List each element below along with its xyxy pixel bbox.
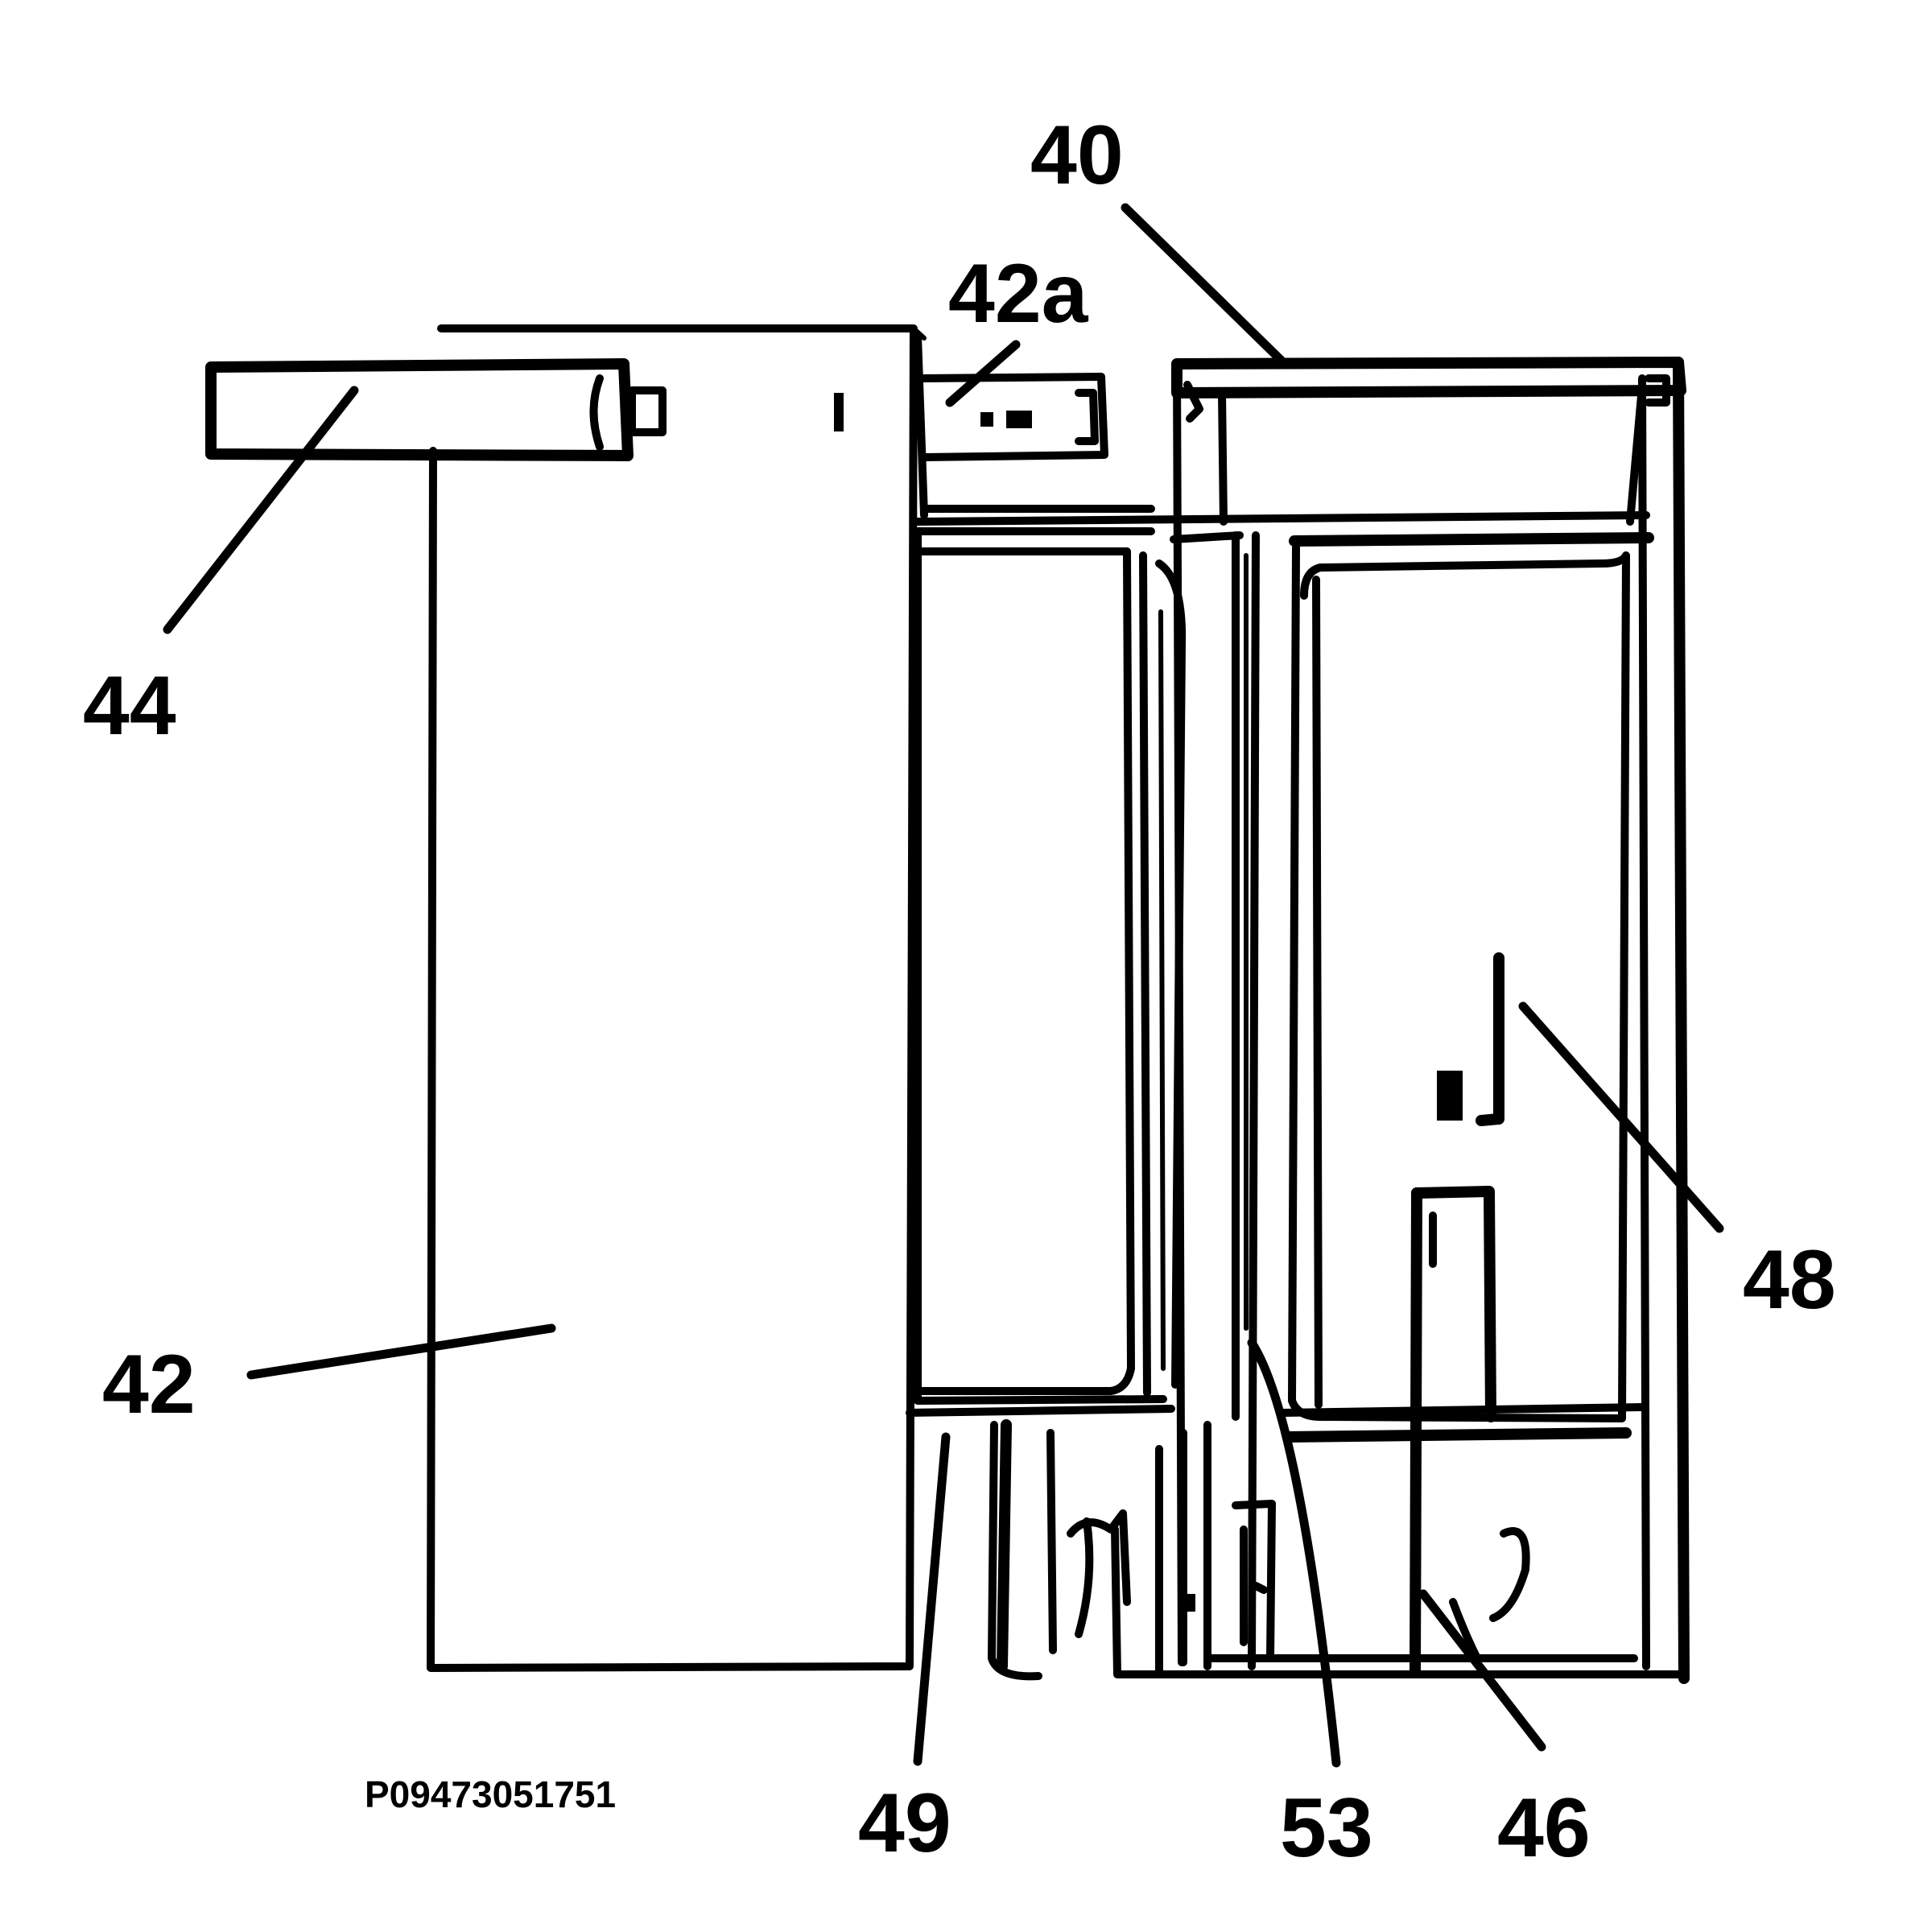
chamber-48 [1280,532,1654,1443]
mechanism-49 [906,1395,1686,1681]
label-42: 42 [102,1338,196,1431]
leader-53 [1247,1338,1341,1768]
leader-49 [913,1432,951,1766]
leader-48 [1518,1001,1724,1233]
label-40: 40 [1030,109,1124,202]
leader-40 [1121,203,1286,365]
label-44: 44 [83,659,176,753]
label-48: 48 [1743,1233,1836,1327]
leader-46 [1418,1589,1546,1752]
panel-42 [427,324,927,1672]
mechanism-53 [1178,1500,1638,1662]
panel-42-slot [834,393,844,431]
label-49: 49 [858,1777,951,1870]
channel [1170,531,1260,1670]
leader-lines [163,203,1724,1768]
label-46: 46 [1497,1781,1591,1875]
inner-frame [914,527,1187,1405]
housing-40 [914,357,1690,1684]
chamber-48-mark [1437,1071,1463,1121]
figure-code: P09473051751 [365,1773,616,1815]
bracket-42a-hole [1006,411,1032,428]
label-42a: 42a [948,247,1089,341]
bracket-42a-hole [980,412,993,427]
label-53: 53 [1280,1781,1373,1875]
leader-44 [163,386,359,634]
bracket-42a [914,332,1155,519]
leader-42 [246,1323,556,1380]
mechanism-53-mark [1178,1594,1195,1612]
handle-44 [205,358,667,461]
leader-42a [945,340,1021,407]
